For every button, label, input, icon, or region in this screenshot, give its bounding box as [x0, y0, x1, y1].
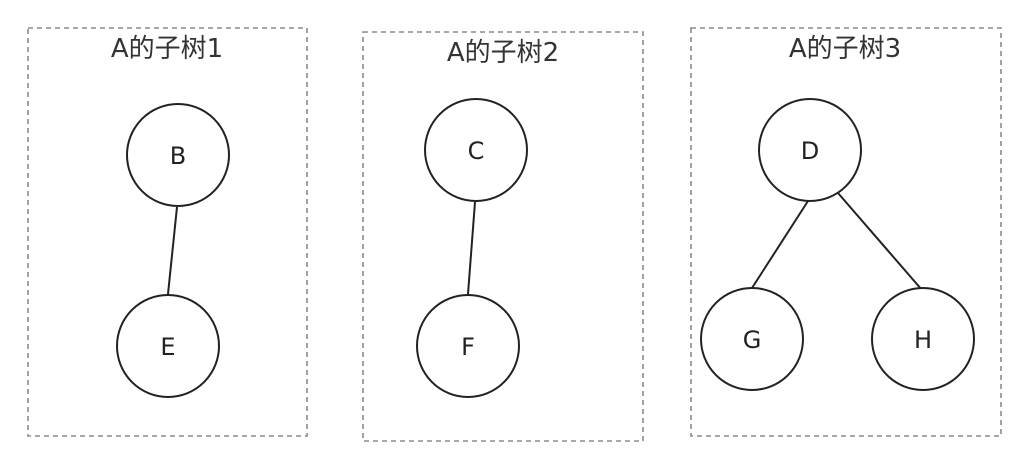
node-D-label: D	[801, 137, 819, 165]
panel-2-border	[362, 31, 644, 442]
edge-D-G	[751, 200, 809, 289]
node-H-label: H	[914, 326, 932, 354]
panel-1-title: A的子树1	[111, 34, 223, 64]
node-H-circle	[871, 287, 975, 391]
node-G-circle	[700, 287, 804, 391]
subtree-panel-2: A的子树2 C F	[362, 31, 644, 442]
panel-1-border	[27, 27, 308, 437]
node-E: E	[116, 294, 220, 398]
edge-C-F	[467, 201, 476, 295]
node-G: G	[700, 287, 804, 391]
panel-3-title: A的子树3	[789, 34, 901, 64]
node-H: H	[871, 287, 975, 391]
node-D-circle	[758, 98, 862, 202]
node-F-circle	[416, 294, 520, 398]
node-F: F	[416, 294, 520, 398]
node-G-label: G	[743, 326, 762, 354]
node-B: B	[126, 103, 230, 207]
node-D: D	[758, 98, 862, 202]
node-E-label: E	[160, 333, 175, 361]
node-C: C	[424, 98, 528, 202]
node-F-label: F	[461, 333, 475, 361]
subtree-panel-3: A的子树3 D G H	[690, 27, 1002, 437]
panel-3-border	[690, 27, 1002, 437]
panel-2-title: A的子树2	[447, 38, 559, 68]
node-B-label: B	[170, 142, 186, 170]
edge-D-H	[837, 192, 923, 291]
node-C-label: C	[468, 137, 485, 165]
node-E-circle	[116, 294, 220, 398]
subtree-panel-1: A的子树1 B E	[27, 27, 308, 437]
node-B-circle	[126, 103, 230, 207]
edge-B-E	[167, 206, 178, 295]
node-C-circle	[424, 98, 528, 202]
